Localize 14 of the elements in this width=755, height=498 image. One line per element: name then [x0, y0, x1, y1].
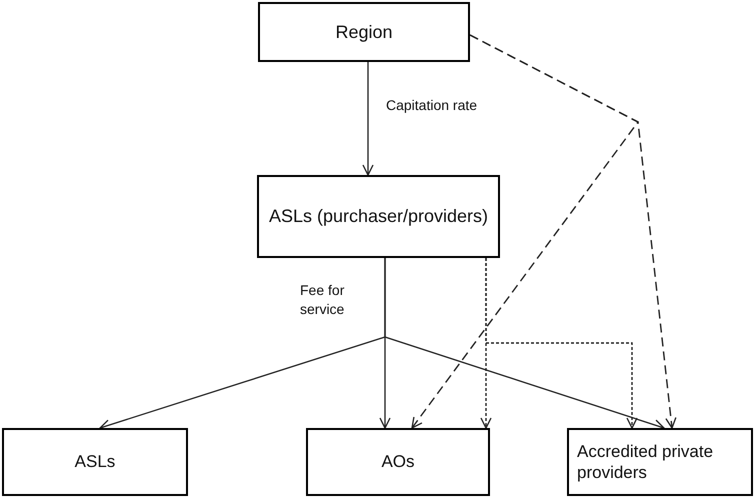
process-box: [567, 428, 753, 496]
box-label: AOs: [381, 451, 415, 473]
arrow: [362, 62, 374, 176]
process-box: [2, 428, 188, 496]
box-label: Accredited private providers: [577, 440, 714, 484]
arrow: [470, 34, 677, 429]
process-box: [258, 2, 470, 62]
arrow: [485, 258, 638, 429]
process-box: [257, 175, 500, 258]
box-label: ASLs (purchaser/providers): [268, 205, 488, 228]
arrow: [384, 258, 665, 430]
process-box: [306, 428, 490, 496]
box-label: Region: [335, 20, 393, 44]
box-label: ASLs: [74, 451, 116, 473]
